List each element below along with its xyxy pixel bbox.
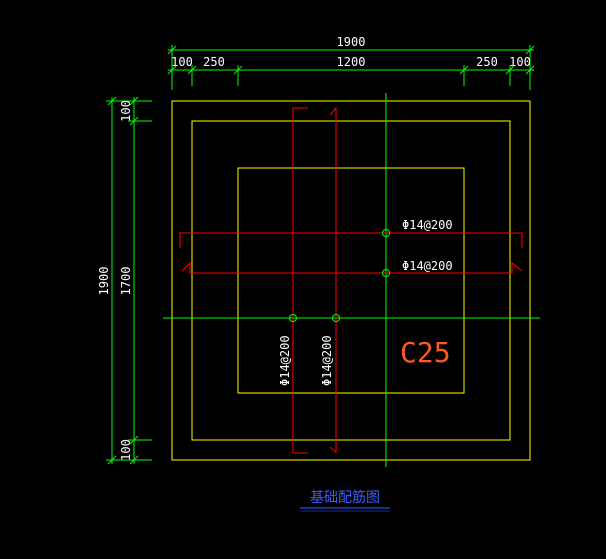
concrete-grade-label: C25 bbox=[400, 336, 451, 369]
top-dim-overall: 1900 bbox=[337, 35, 366, 49]
horizontal-rebar-2 bbox=[181, 261, 523, 274]
rebar-label-horizontal-2: Φ14@200 bbox=[402, 259, 453, 273]
top-dim-right-edge: 100 bbox=[509, 55, 531, 69]
column-outline bbox=[237, 167, 465, 394]
rebar-marker bbox=[382, 229, 390, 237]
top-dim-left-edge: 100 bbox=[171, 55, 193, 69]
left-dim-top-edge: 100 bbox=[119, 100, 133, 122]
left-dim-overall: 1900 bbox=[97, 267, 111, 296]
left-dim-middle: 1700 bbox=[119, 267, 133, 296]
left-dimension-lines bbox=[106, 96, 152, 465]
vertical-rebar-1 bbox=[292, 107, 308, 454]
rebar-label-horizontal-1: Φ14@200 bbox=[402, 218, 453, 232]
top-dimension-lines bbox=[167, 45, 535, 90]
top-dim-middle: 1200 bbox=[337, 55, 366, 69]
rebar-label-vertical-1: Φ14@200 bbox=[278, 335, 292, 386]
horizontal-rebar-1 bbox=[179, 232, 523, 248]
rebar-marker bbox=[289, 314, 297, 322]
top-dim-right-offset: 250 bbox=[476, 55, 498, 69]
rebar-marker bbox=[382, 269, 390, 277]
rebar-marker bbox=[332, 314, 340, 322]
top-dim-left-offset: 250 bbox=[203, 55, 225, 69]
rebar-label-vertical-2: Φ14@200 bbox=[320, 335, 334, 386]
vertical-rebar-2 bbox=[329, 106, 337, 454]
outer-footing-outline bbox=[171, 100, 531, 461]
inner-footing-outline bbox=[191, 120, 511, 441]
left-dim-bottom-edge: 100 bbox=[119, 439, 133, 461]
drawing-title: 基础配筋图 bbox=[310, 489, 380, 506]
